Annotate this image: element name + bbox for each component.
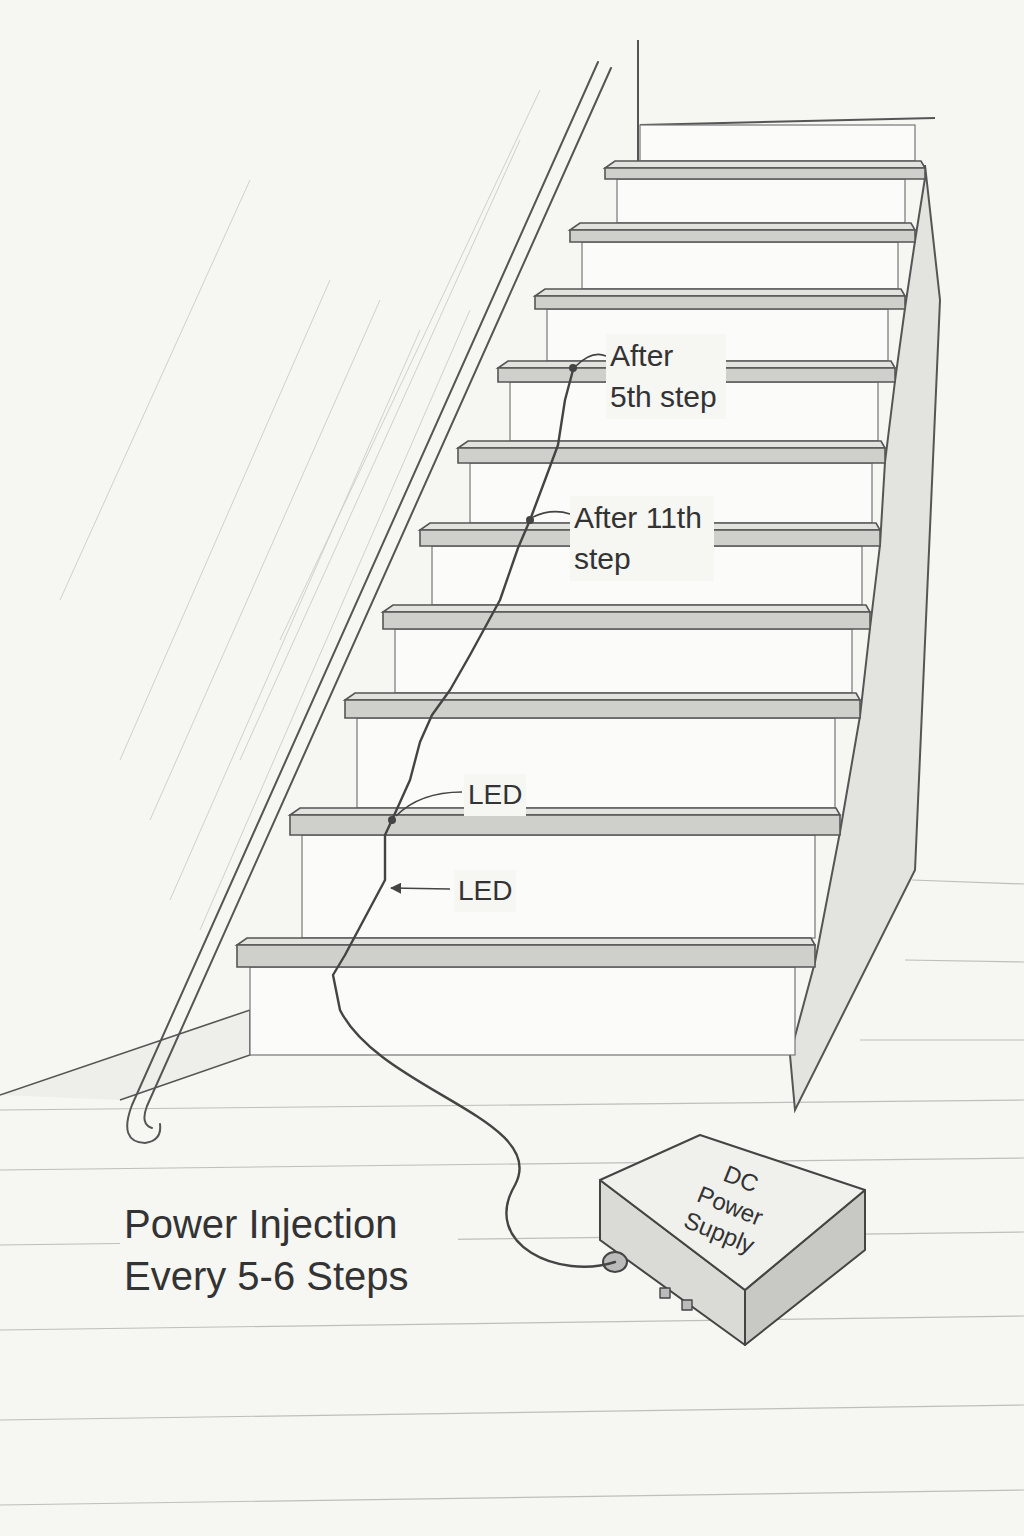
callout-text: After 11th step xyxy=(574,498,710,579)
floor-line xyxy=(905,960,1024,962)
handrail-line xyxy=(144,68,611,1128)
leader-lines xyxy=(391,354,606,889)
landing-edge xyxy=(640,118,935,125)
tread-top xyxy=(605,161,925,168)
connection-dot xyxy=(526,516,534,524)
floor-line xyxy=(860,1039,1024,1040)
riser xyxy=(357,718,835,808)
riser xyxy=(582,242,898,289)
power-supply-box xyxy=(600,1135,865,1345)
handrail xyxy=(127,62,611,1143)
riser xyxy=(640,125,915,161)
callout-label: LED xyxy=(464,774,526,816)
tread-top xyxy=(383,605,870,612)
tread-nose xyxy=(535,296,905,309)
riser xyxy=(617,179,905,223)
tread-top xyxy=(535,289,905,296)
callout-text: After 5th step xyxy=(610,336,722,417)
leader-line xyxy=(533,512,570,517)
riser xyxy=(302,835,815,938)
floor-line xyxy=(0,1490,1024,1505)
indicator xyxy=(682,1300,692,1310)
hatch-line xyxy=(150,300,380,820)
tread-top xyxy=(345,693,860,700)
treads xyxy=(237,161,925,967)
callout-label: After 5th step xyxy=(606,334,726,419)
hatch-line xyxy=(60,180,250,600)
handrail-line xyxy=(127,62,598,1143)
wall-hatching xyxy=(60,90,540,930)
leader-line xyxy=(396,792,462,816)
leader-line xyxy=(576,354,606,366)
connection-dot xyxy=(388,816,396,824)
tread-nose xyxy=(383,612,870,629)
callout-label: After 11th step xyxy=(570,496,714,581)
tread-nose xyxy=(570,230,915,242)
caption-box: Power Injection Every 5-6 Steps xyxy=(120,1196,458,1304)
callout-text: LED xyxy=(458,872,512,910)
tread-nose xyxy=(605,168,925,179)
tread-nose xyxy=(458,448,885,463)
caption: Power Injection Every 5-6 Steps xyxy=(124,1198,454,1302)
tread-nose xyxy=(290,815,840,835)
floor-line xyxy=(0,1100,1024,1110)
tread-top xyxy=(570,223,915,230)
tread-top xyxy=(290,808,840,815)
riser xyxy=(250,967,795,1055)
tread-top xyxy=(237,938,815,945)
box-top xyxy=(600,1135,865,1290)
riser xyxy=(395,629,852,693)
tread-nose xyxy=(345,700,860,718)
tread-top xyxy=(458,441,885,448)
indicator xyxy=(660,1288,670,1298)
floor-line xyxy=(0,1316,1024,1330)
callout-label: LED xyxy=(454,870,516,912)
floor-line xyxy=(912,880,1024,884)
wall-corner xyxy=(637,40,639,165)
callout-text: LED xyxy=(468,776,522,814)
floor-line xyxy=(0,1158,1024,1170)
hatch-line xyxy=(120,280,330,760)
baseboard xyxy=(0,1010,250,1100)
floor-line xyxy=(0,1405,1024,1420)
tread-nose xyxy=(237,945,815,967)
leader-arrow xyxy=(391,888,450,889)
risers xyxy=(250,125,915,1055)
